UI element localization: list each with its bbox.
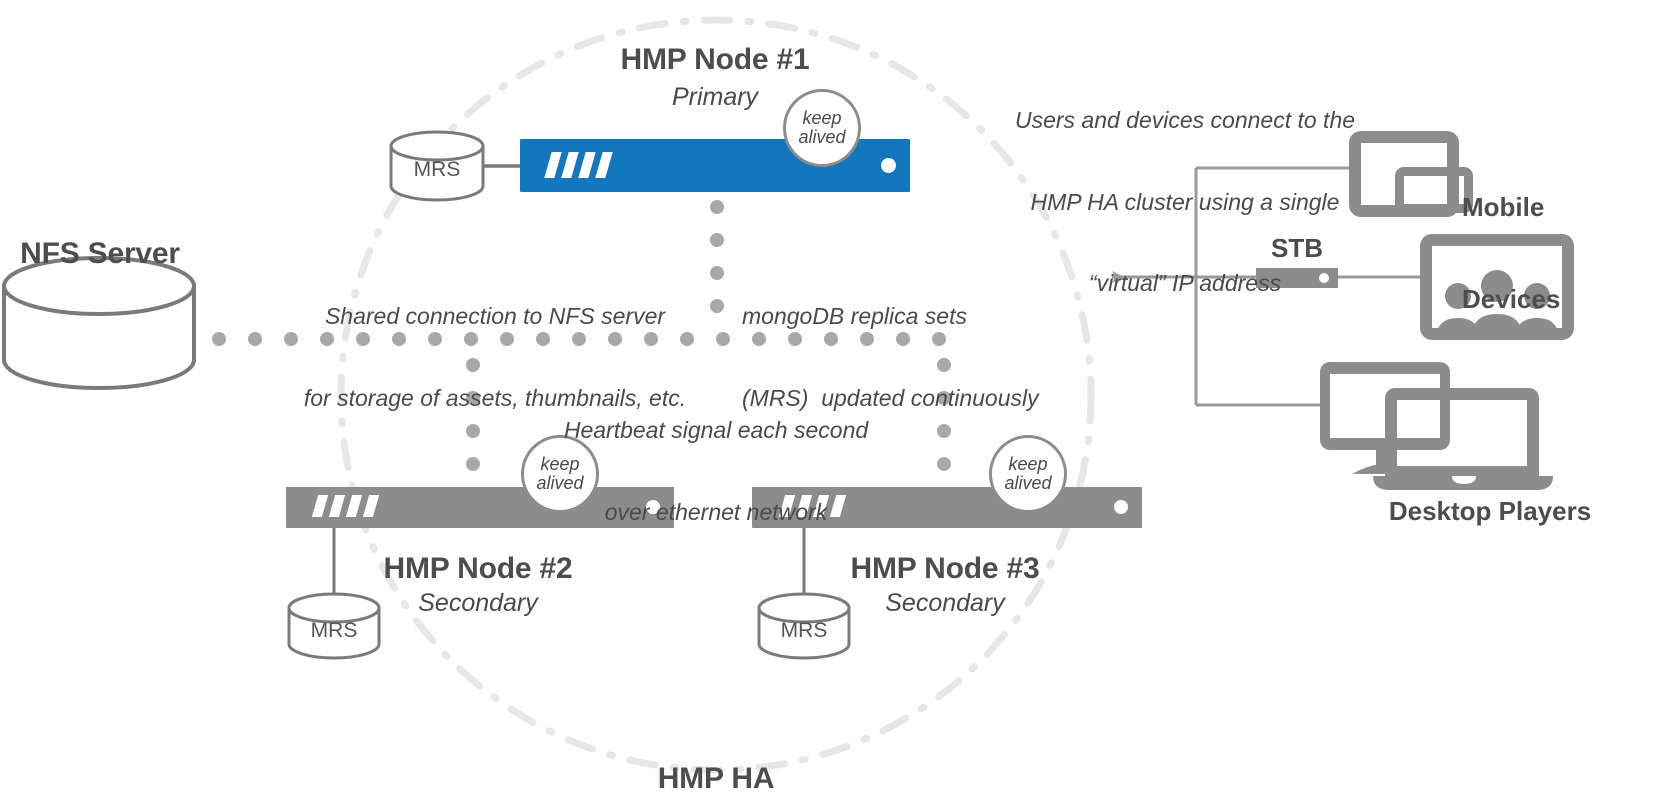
stb-label: STB [1271, 233, 1323, 263]
keepalived-line2: alived [1004, 473, 1052, 493]
hmp-node-3-title: HMP Node #3 [850, 552, 1040, 585]
node-1-vent-icon [544, 152, 613, 178]
node-3-mrs-label: MRS [780, 618, 828, 642]
nfs-server-cylinder [1, 256, 196, 390]
node-2-vent-icon [311, 495, 380, 517]
annotation-virtual-ip-line2: HMP HA cluster using a single [1030, 188, 1340, 215]
keepalived-line1: keep [802, 107, 842, 128]
hmp-node-1-role: Primary [671, 83, 759, 111]
annotation-virtual-ip-line1: Users and devices connect to the [1014, 107, 1356, 134]
hmp-node-2-role: Secondary [418, 589, 538, 617]
mobile-devices-label: Mobile Devices [1462, 131, 1662, 376]
hmp-node-3-role: Secondary [885, 589, 1005, 617]
mobile-devices-label-line1: Mobile [1462, 192, 1545, 223]
monitor-laptop-icon [1320, 362, 1553, 490]
keepalived-line2: alived [536, 473, 584, 493]
node-3-keepalived-badge: keep alived [989, 435, 1067, 513]
node-2-mrs-label: MRS [310, 618, 358, 642]
node-1-keepalived-badge: keep alived [783, 89, 861, 167]
mongodb-dotted-line-vertical [710, 200, 724, 313]
node-2-status-led-icon [646, 500, 660, 514]
keepalived-line1: keep [540, 453, 580, 474]
annotation-nfs-shared: Shared connection to NFS server for stor… [285, 249, 705, 466]
hmp-node-2-title: HMP Node #2 [383, 552, 573, 585]
node-1-status-led-icon [881, 158, 896, 173]
nfs-server-label: NFS Server [20, 237, 180, 270]
annotation-nfs-shared-line1: Shared connection to NFS server [324, 303, 666, 330]
node-3-status-led-icon [1114, 500, 1128, 514]
annotation-heartbeat-line2: over ethernet network [604, 498, 828, 525]
annotation-nfs-shared-line2: for storage of assets, thumbnails, etc. [303, 384, 687, 411]
keepalived-line2: alived [798, 127, 846, 147]
desktop-players-label: Desktop Players [1388, 496, 1592, 526]
annotation-heartbeat-line1: Heartbeat signal each second [563, 417, 869, 444]
hmp-node-1-title: HMP Node #1 [620, 43, 810, 76]
annotation-mongodb-line2: (MRS) updated continuously [742, 384, 1039, 411]
annotation-mongodb: mongoDB replica sets (MRS) updated conti… [742, 249, 1082, 466]
annotation-heartbeat: Heartbeat signal each second over ethern… [516, 363, 916, 580]
annotation-mongodb-line1: mongoDB replica sets [742, 303, 967, 330]
keepalived-line1: keep [1008, 453, 1048, 474]
annotation-virtual-ip: Users and devices connect to the HMP HA … [990, 53, 1380, 351]
hmp-ha-cluster-label: HMP HA Cluster [566, 690, 866, 810]
mobile-devices-label-line2: Devices [1462, 284, 1561, 315]
hmp-ha-cluster-line1: HMP HA [657, 761, 775, 795]
annotation-virtual-ip-line3: “virtual” IP address [1088, 270, 1282, 296]
node-2-keepalived-badge: keep alived [521, 435, 599, 513]
node-1-mrs-label: MRS [413, 157, 461, 181]
